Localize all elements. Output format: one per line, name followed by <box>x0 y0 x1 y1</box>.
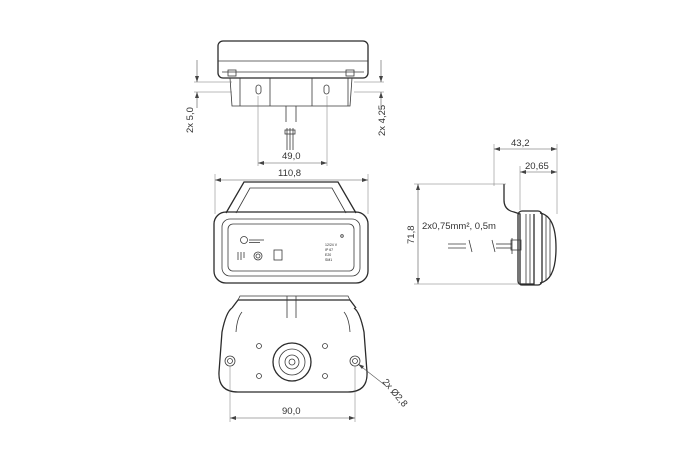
brand-logo <box>240 236 264 244</box>
rating-label: 12/24 V IP 67 E20 SM1 <box>325 234 344 262</box>
back-mount-width-label: 90,0 <box>282 406 301 417</box>
label-line-3: E20 <box>325 253 331 257</box>
label-line-1: 12/24 V <box>325 243 338 247</box>
front-view: 12/24 V IP 67 E20 SM1 <box>213 181 369 284</box>
approval-marks <box>237 249 283 261</box>
top-left-height-label: 2x 5,0 <box>185 107 196 133</box>
side-depth-total-label: 43,2 <box>511 138 530 149</box>
front-dims: 110,8 <box>214 168 369 214</box>
label-line-4: SM1 <box>325 258 332 262</box>
side-dims: 71,8 43,2 20,65 2x0,75mm², 0,5m <box>406 138 558 285</box>
side-view <box>448 184 557 286</box>
side-depth-partial-label: 20,65 <box>525 161 549 172</box>
top-right-height-label: 2x 4,25 <box>377 105 388 136</box>
label-line-2: IP 67 <box>325 248 333 252</box>
top-dims: 2x 5,0 2x 4,25 49,0 <box>185 60 388 166</box>
side-height-label: 71,8 <box>406 226 417 245</box>
top-width-label: 49,0 <box>282 151 301 162</box>
top-view <box>217 40 369 150</box>
back-dims: 90,0 2x Ø2,8 <box>229 363 410 422</box>
back-hole-dia-label: 2x Ø2,8 <box>380 377 410 410</box>
back-view <box>218 295 368 393</box>
front-width-label: 110,8 <box>278 168 301 179</box>
cable-spec-label: 2x0,75mm², 0,5m <box>422 221 496 232</box>
